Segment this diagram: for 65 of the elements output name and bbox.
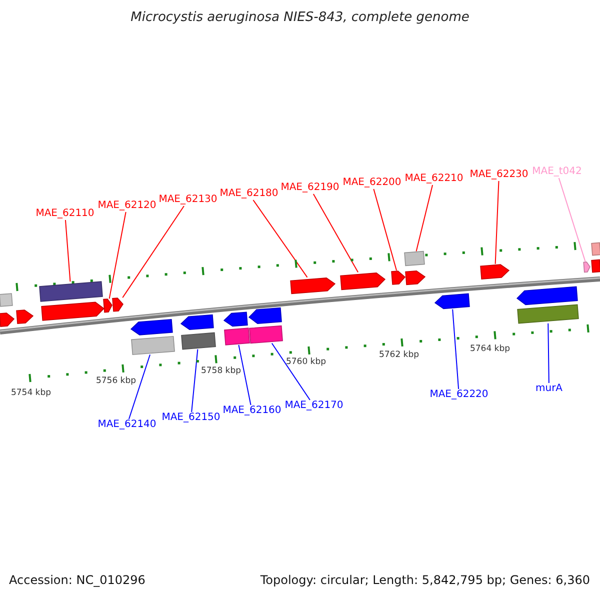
scale-label: 5758 kbp xyxy=(200,366,242,376)
gene-feature xyxy=(130,318,173,336)
gene-feature xyxy=(249,325,283,344)
gene-feature xyxy=(480,264,510,280)
leader-line xyxy=(122,206,184,298)
gene-feature xyxy=(0,293,13,307)
scale-label: 5762 kbp xyxy=(378,350,420,360)
gene-label: MAE_62120 xyxy=(98,200,156,212)
leader-line xyxy=(373,188,398,271)
gene-feature xyxy=(112,298,124,312)
gene-feature xyxy=(103,298,112,313)
gene-label: MAE_62160 xyxy=(222,405,282,417)
gene-feature xyxy=(517,304,579,324)
gene-feature xyxy=(516,286,578,306)
gene-label: MAE_t042 xyxy=(532,166,582,178)
gene-label: MAE_62190 xyxy=(280,182,340,194)
scale-label: 5760 kbp xyxy=(286,357,326,367)
leader-line xyxy=(312,194,359,273)
leader-line xyxy=(64,220,71,282)
leader-line xyxy=(238,344,252,406)
gene-label: MAE_62200 xyxy=(342,177,402,189)
leader-line xyxy=(271,342,310,400)
leader-line xyxy=(128,354,151,420)
gene-feature xyxy=(248,307,282,324)
leader-line xyxy=(494,180,500,264)
gene-label: MAE_62230 xyxy=(470,169,528,181)
gene-feature xyxy=(391,270,406,285)
gene-feature xyxy=(405,270,426,286)
gene-label: MAE_62130 xyxy=(158,194,218,206)
gene-feature xyxy=(583,262,590,273)
gene-label: MAE_62140 xyxy=(98,419,156,431)
gene-feature xyxy=(290,278,336,294)
gene-feature xyxy=(223,312,248,327)
leader-line xyxy=(252,200,308,278)
gene-feature xyxy=(131,336,175,356)
leader-line xyxy=(558,178,586,262)
leader-line xyxy=(548,322,550,384)
gene-feature xyxy=(591,259,600,273)
gene-label: murA xyxy=(535,383,563,395)
gene-feature xyxy=(340,272,386,290)
gene-label: MAE_62170 xyxy=(284,400,344,412)
title: Microcystis aeruginosa NIES-843, complete genome xyxy=(130,10,470,25)
gene-feature xyxy=(434,293,470,310)
scale-label: 5754 kbp xyxy=(10,388,52,398)
leader-line xyxy=(191,348,198,412)
gene-feature xyxy=(181,332,216,350)
gene-label: MAE_62180 xyxy=(220,188,278,200)
gene-feature xyxy=(591,242,600,256)
gene-feature xyxy=(0,312,15,327)
footer-text: Topology: circular; Length: 5,842,795 bp; Genes: 6,360 xyxy=(260,573,590,587)
scale-label: 5764 kbp xyxy=(470,344,510,354)
gene-feature xyxy=(224,328,250,346)
gene-feature xyxy=(39,281,103,302)
gene-label: MAE_62220 xyxy=(430,389,488,401)
gene-label: MAE_62110 xyxy=(36,208,94,220)
footer-text: Accession: NC_010296 xyxy=(9,573,146,587)
gene-label: MAE_62210 xyxy=(404,173,464,185)
gene-feature xyxy=(16,310,34,324)
scale-label: 5756 kbp xyxy=(96,376,136,386)
gene-feature xyxy=(404,250,425,266)
leader-line xyxy=(108,212,126,300)
gene-feature xyxy=(180,314,214,330)
leader-line xyxy=(452,308,460,390)
gene-label: MAE_62150 xyxy=(162,412,220,424)
leader-line xyxy=(416,184,434,252)
